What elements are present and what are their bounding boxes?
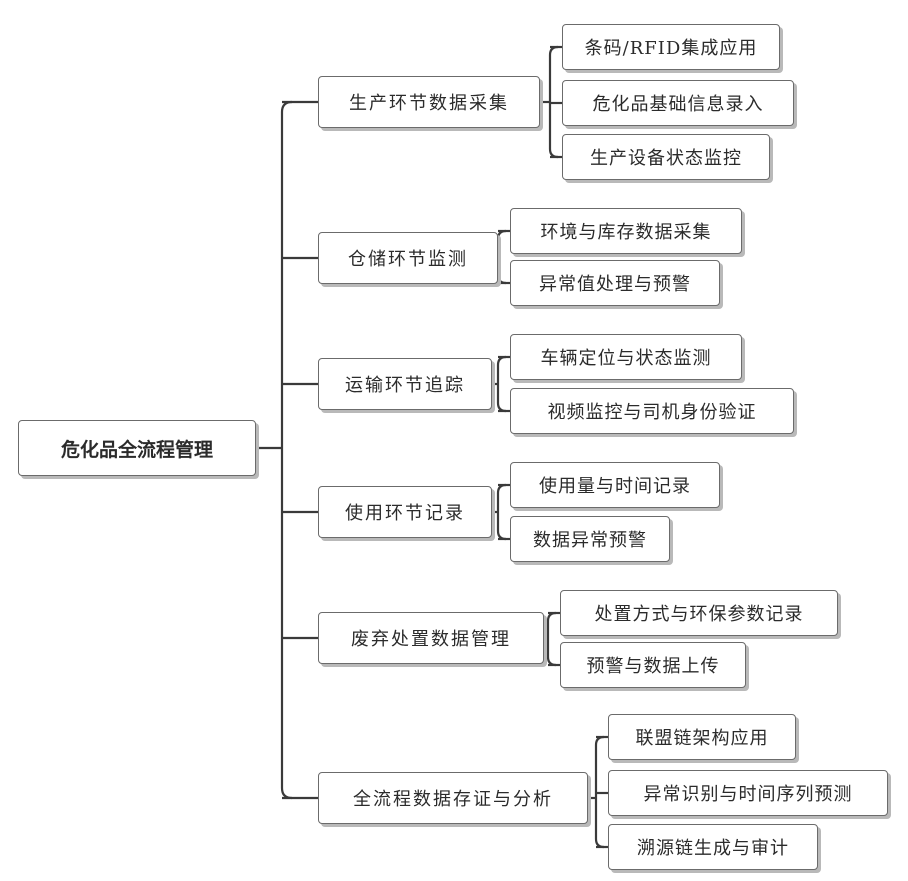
leaf-node: 数据异常预警 — [510, 516, 670, 562]
child-spine — [498, 485, 506, 539]
leaf-node: 联盟链架构应用 — [608, 714, 796, 760]
leaf-node: 生产设备状态监控 — [562, 134, 770, 180]
leaf-node: 使用量与时间记录 — [510, 462, 720, 508]
child-spine — [548, 613, 556, 665]
leaf-node: 视频监控与司机身份验证 — [510, 388, 794, 434]
root-node: 危化品全流程管理 — [18, 420, 256, 476]
branch-node: 运输环节追踪 — [318, 358, 492, 410]
leaf-node: 环境与库存数据采集 — [510, 208, 742, 254]
branch-node: 废弃处置数据管理 — [318, 612, 544, 664]
child-spine — [498, 231, 506, 283]
child-spine — [498, 357, 506, 411]
leaf-node: 预警与数据上传 — [560, 642, 746, 688]
branch-node: 使用环节记录 — [318, 486, 492, 538]
connector-lines — [256, 47, 608, 847]
branch-node: 仓储环节监测 — [318, 232, 498, 284]
leaf-node: 危化品基础信息录入 — [562, 80, 794, 126]
leaf-node: 异常值处理与预警 — [510, 260, 720, 306]
leaf-node: 处置方式与环保参数记录 — [560, 590, 838, 636]
branch-node: 生产环节数据采集 — [318, 76, 540, 128]
leaf-node: 条码/RFID集成应用 — [562, 24, 780, 70]
branch-node: 全流程数据存证与分析 — [318, 772, 588, 824]
leaf-node: 异常识别与时间序列预测 — [608, 770, 888, 816]
trunk-spine — [282, 102, 292, 798]
leaf-node: 车辆定位与状态监测 — [510, 334, 742, 380]
leaf-node: 溯源链生成与审计 — [608, 824, 818, 870]
